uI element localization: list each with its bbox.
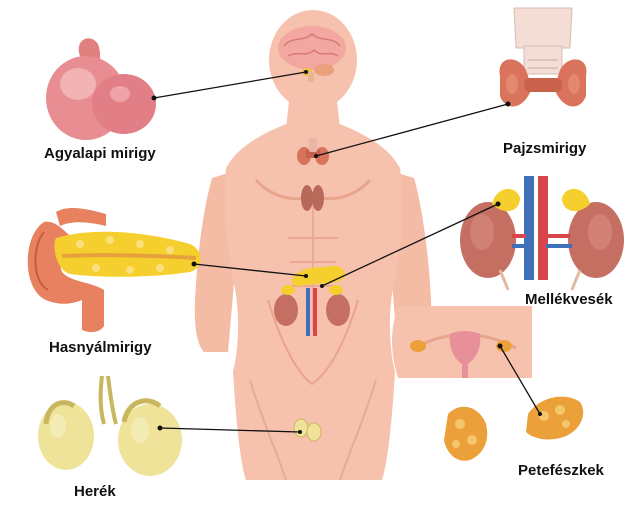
body-kidneys: [274, 285, 350, 336]
label-adrenal: Mellékvesék: [525, 291, 613, 308]
leader-line-adrenal: [321, 203, 499, 287]
label-pancreas: Hasnyálmirigy: [49, 339, 152, 356]
ovaries-illustration: [444, 396, 584, 461]
leader-line-ovaries: [499, 345, 541, 415]
label-thyroid: Pajzsmirigy: [503, 140, 587, 157]
leader-dots: [151, 70, 542, 434]
body-thymus: [301, 185, 324, 211]
leader-line-thyroid: [315, 103, 509, 157]
pancreas-illustration: [27, 208, 201, 333]
label-testes: Herék: [74, 483, 116, 500]
leader-line-pituitary: [153, 71, 307, 99]
thyroid-illustration: [499, 7, 587, 107]
pituitary-illustration: [46, 38, 156, 140]
testes-illustration: [38, 375, 182, 476]
leader-line-testes: [159, 427, 301, 433]
label-pituitary: Agyalapi mirigy: [44, 145, 156, 162]
adrenal-kidneys-illustration: [460, 176, 624, 291]
body-thyroid: [297, 138, 329, 165]
uterus-ovaries-illustration: [392, 306, 532, 378]
leader-line-pancreas: [193, 263, 307, 277]
leader-lines: [153, 71, 541, 433]
label-ovaries: Petefészkek: [518, 462, 604, 479]
